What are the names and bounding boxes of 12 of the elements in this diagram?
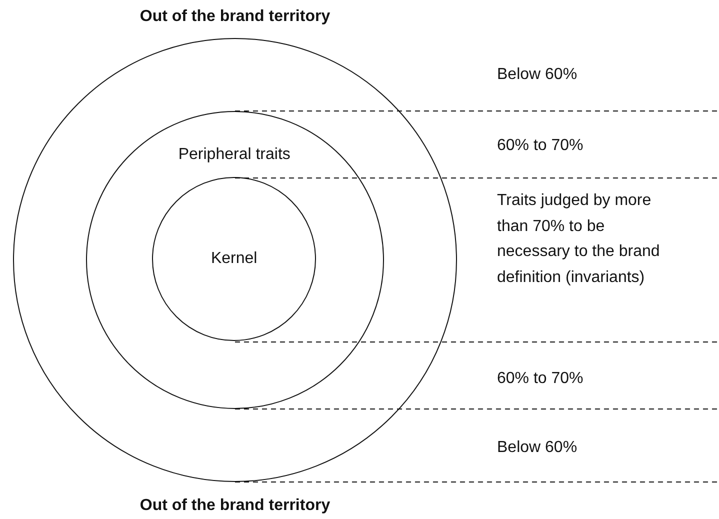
heading-text: Out of the brand territory <box>138 7 332 27</box>
ring-label: Peripheral traits <box>178 146 290 164</box>
ring-label: Kernel <box>210 250 258 268</box>
band-label: 60% to 70% <box>497 369 584 389</box>
ring-circle <box>152 177 316 342</box>
circle-shape <box>13 38 457 482</box>
heading-text: Out of the brand territory <box>138 496 332 516</box>
band-label: Below 60% <box>497 438 578 458</box>
band-label: 60% to 70% <box>497 136 584 156</box>
ring-circle <box>86 110 384 409</box>
band-label: Below 60% <box>497 65 578 85</box>
band-label: Traits judged by more than 70% to be necessary to the brand definition (invariants) <box>497 191 661 288</box>
